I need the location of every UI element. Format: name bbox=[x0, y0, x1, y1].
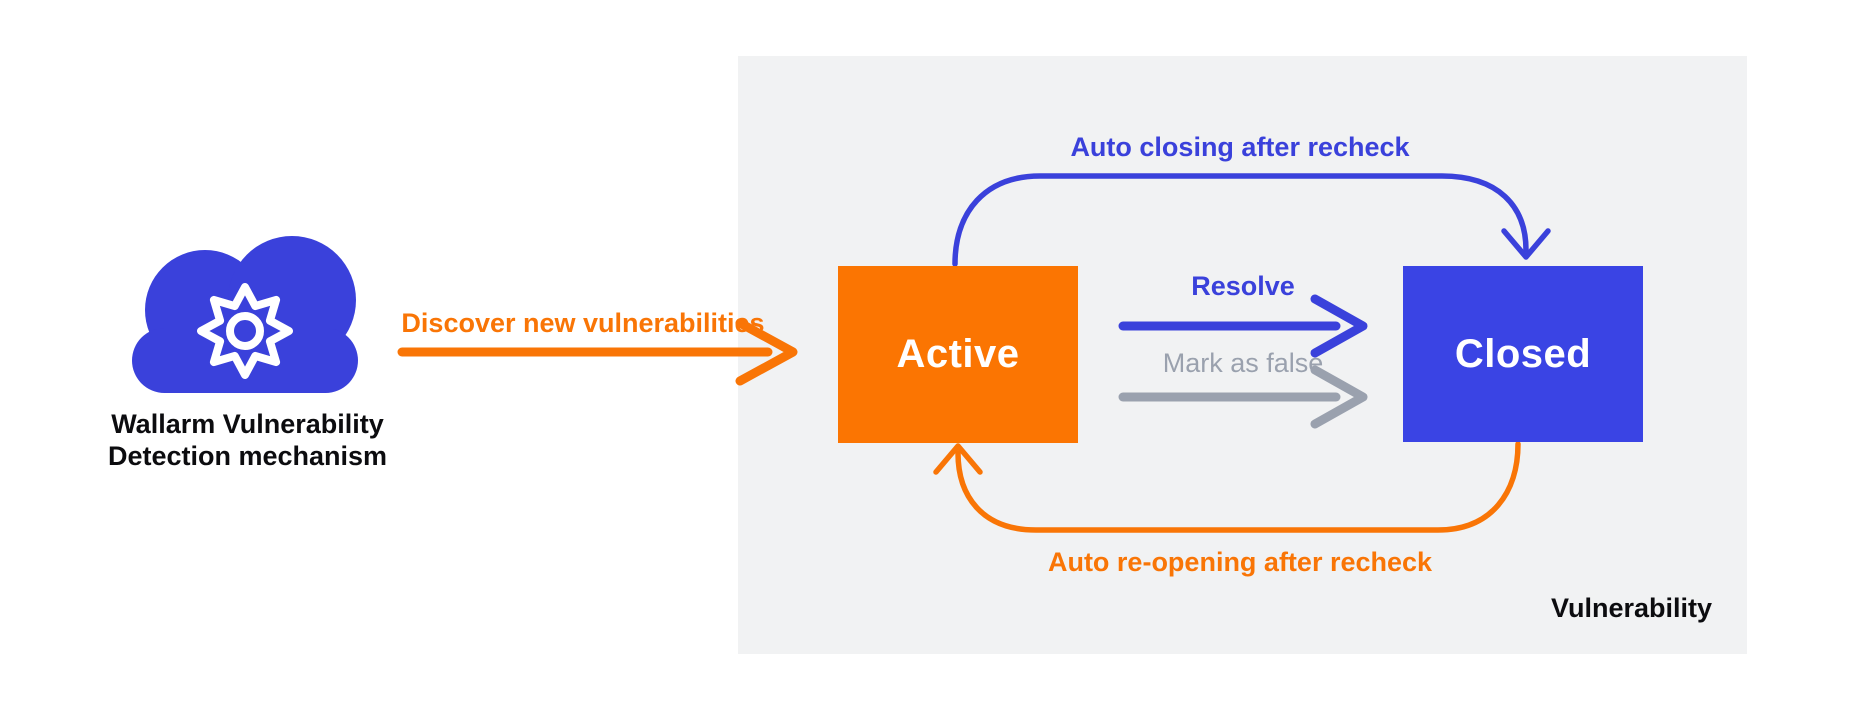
panel-caption: Vulnerability bbox=[1550, 593, 1712, 623]
cloud-gear-icon bbox=[132, 236, 358, 393]
gear-glyph bbox=[197, 283, 293, 379]
resolve-label: Resolve bbox=[1191, 271, 1295, 301]
auto-closing-label: Auto closing after recheck bbox=[1070, 132, 1410, 162]
detector-label-line2: Detection mechanism bbox=[107, 441, 388, 471]
active-state-box: Active bbox=[838, 266, 1078, 443]
mark-as-false-label: Mark as false bbox=[1162, 348, 1324, 378]
detector-label-line1: Wallarm Vulnerability bbox=[111, 409, 384, 439]
discover-arrow-label: Discover new vulnerabilities bbox=[401, 308, 765, 338]
auto-reopening-label: Auto re-opening after recheck bbox=[1047, 547, 1433, 577]
closed-state-box: Closed bbox=[1403, 266, 1643, 442]
detector-label: Wallarm Vulnerability Detection mechanis… bbox=[60, 408, 435, 472]
